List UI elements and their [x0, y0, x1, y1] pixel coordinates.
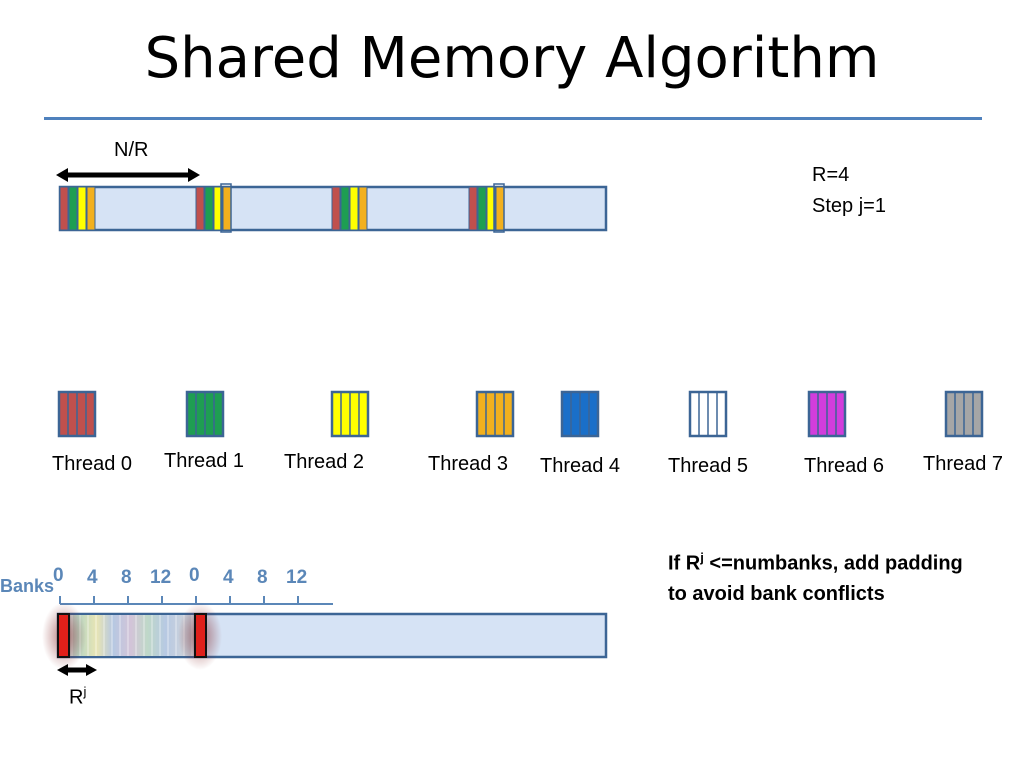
padding-marker-0 [42, 602, 86, 670]
rj-base: R [69, 686, 84, 709]
thread-label-2: Thread 2 [284, 451, 365, 473]
thread-swatch-1 [185, 390, 225, 438]
bank-tick-3: 12 [150, 567, 172, 588]
param-step: Step j=1 [812, 195, 886, 217]
top-stripe-group-1 [195, 183, 232, 233]
span-label-rj: Rj [69, 684, 86, 710]
bank-tick-2: 8 [121, 567, 132, 588]
rj-sup: j [83, 684, 87, 699]
thread-label-3: Thread 3 [428, 453, 509, 475]
top-stripe-group-2 [331, 186, 368, 231]
title-divider [44, 117, 982, 120]
padding-note: If Rj <=numbanks, add padding to avoid b… [668, 543, 963, 609]
padding-note-line1: If Rj <=numbanks, add padding [668, 550, 963, 575]
padding-marker-1 [178, 602, 222, 670]
thread-label-5: Thread 5 [668, 455, 749, 477]
bank-tick-6: 8 [257, 567, 268, 588]
thread-swatches [57, 390, 984, 438]
thread-label-1: Thread 1 [164, 450, 245, 472]
bank-tick-0: 0 [53, 565, 64, 586]
thread-swatch-7 [944, 390, 984, 438]
bank-tick-1: 4 [87, 567, 98, 588]
thread-swatch-0 [57, 390, 97, 438]
thread-swatch-4 [560, 390, 600, 438]
param-r: R=4 [812, 164, 850, 186]
span-arrow-nr [56, 168, 200, 182]
thread-swatch-3 [475, 390, 515, 438]
thread-label-7: Thread 7 [923, 453, 1004, 475]
thread-swatch-6 [807, 390, 847, 438]
bank-tick-7: 12 [286, 567, 308, 588]
thread-swatch-2 [330, 390, 370, 438]
span-arrow-rj [57, 664, 97, 676]
bank-tick-5: 4 [223, 567, 234, 588]
banks-label: Banks [0, 576, 55, 596]
slide-title: Shared Memory Algorithm [144, 26, 880, 91]
padding-note-line2: to avoid bank conflicts [668, 582, 885, 605]
bank-tick-4: 0 [189, 565, 200, 586]
thread-label-0: Thread 0 [52, 453, 133, 475]
thread-swatch-5 [688, 390, 728, 438]
span-label-nr: N/R [114, 139, 149, 161]
top-stripe-group-0 [59, 186, 96, 231]
thread-label-6: Thread 6 [804, 455, 885, 477]
thread-label-4: Thread 4 [540, 455, 621, 477]
top-stripe-group-3 [468, 183, 505, 233]
